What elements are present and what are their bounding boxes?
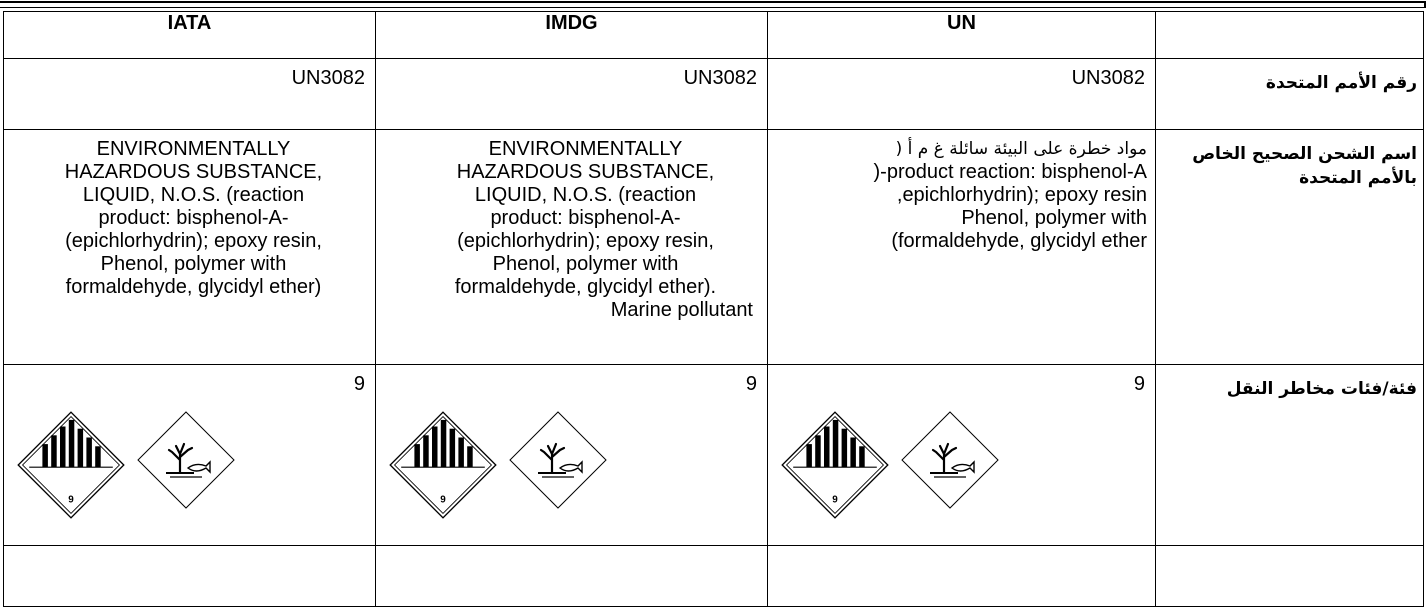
text-line: HAZARDOUS SUBSTANCE, [456, 161, 715, 183]
transport-info-table: IATA IMDG UN UN3082 UN3082 UN3082 رقم ال… [3, 11, 1424, 607]
header-label [1155, 11, 1424, 59]
class-number-label: 9 [832, 494, 838, 505]
header-imdg: IMDG [375, 11, 768, 59]
class-number-label: 9 [68, 494, 74, 505]
text-line: (epichlorhydrin); epoxy resin, [457, 230, 714, 252]
row-label-shipping-name: اسم الشحن الصحيح الخاص بالأمم المتحدة [1155, 129, 1424, 365]
text-line: (epichlorhydrin); epoxy resin, [65, 230, 322, 252]
page-top-border [0, 0, 1426, 10]
text-line: مواد خطرة على البيئة سائلة غ م أ ( [895, 139, 1147, 159]
header-un: UN [767, 11, 1156, 59]
header-iata: IATA [3, 11, 376, 59]
environment-hazard-diamond-icon [137, 411, 235, 509]
un-un-number: UN3082 [767, 58, 1156, 130]
text-line: Phenol, polymer with [961, 207, 1147, 229]
class-9-hazard-diamond-icon: 9 [781, 411, 889, 519]
class-number-label: 9 [440, 494, 446, 505]
text-line: LIQUID, N.O.S. (reaction [474, 184, 697, 206]
pictogram-group: 9 [4, 396, 375, 520]
iata-un-number: UN3082 [3, 58, 376, 130]
text-line: product reaction: bisphenol-A-( [873, 161, 1147, 183]
class-9-hazard-diamond-icon: 9 [389, 411, 497, 519]
environment-hazard-diamond-icon [901, 411, 999, 509]
text-line: Phenol, polymer with [492, 253, 679, 275]
un-hazard-class: 9 9 [767, 364, 1156, 546]
text-line: ENVIRONMENTALLY [96, 138, 291, 160]
table-row-un-number: UN3082 UN3082 UN3082 رقم الأمم المتحدة [3, 58, 1424, 130]
pictogram-group: 9 [376, 396, 767, 520]
table-row-next [3, 545, 1424, 607]
imdg-shipping-name: ENVIRONMENTALLY HAZARDOUS SUBSTANCE, LIQ… [375, 129, 768, 365]
text-line: formaldehyde, glycidyl ether) [891, 230, 1147, 252]
header-row: IATA IMDG UN [3, 11, 1424, 59]
text-line: epichlorhydrin); epoxy resin, [896, 184, 1147, 206]
imdg-un-number: UN3082 [375, 58, 768, 130]
text-line: ENVIRONMENTALLY [488, 138, 683, 160]
imdg-hazard-class: 9 9 [375, 364, 768, 546]
text-line: product: bisphenol-A- [490, 207, 681, 229]
text-line: LIQUID, N.O.S. (reaction [82, 184, 305, 206]
row-label-un-number: رقم الأمم المتحدة [1155, 58, 1424, 130]
table-row-shipping-name: ENVIRONMENTALLY HAZARDOUS SUBSTANCE, LIQ… [3, 129, 1424, 365]
environment-hazard-diamond-icon [509, 411, 607, 509]
pictogram-group: 9 [768, 396, 1155, 520]
iata-hazard-class: 9 9 [3, 364, 376, 546]
class-9-hazard-diamond-icon: 9 [17, 411, 125, 519]
text-line: formaldehyde, glycidyl ether). [454, 276, 717, 298]
un-shipping-name: مواد خطرة على البيئة سائلة غ م أ ( produ… [767, 129, 1156, 365]
text-line: Phenol, polymer with [100, 253, 287, 275]
table-row-hazard-class: 9 9 9 9 9 9 فئة/فئات مخاطر النقل [3, 364, 1424, 546]
row-label-hazard-class: فئة/فئات مخاطر النقل [1155, 364, 1424, 546]
text-line: formaldehyde, glycidyl ether) [65, 276, 322, 298]
text-line: Marine pollutant [610, 299, 753, 321]
text-line: HAZARDOUS SUBSTANCE, [64, 161, 323, 183]
iata-shipping-name: ENVIRONMENTALLY HAZARDOUS SUBSTANCE, LIQ… [3, 129, 376, 365]
text-line: product: bisphenol-A- [98, 207, 289, 229]
